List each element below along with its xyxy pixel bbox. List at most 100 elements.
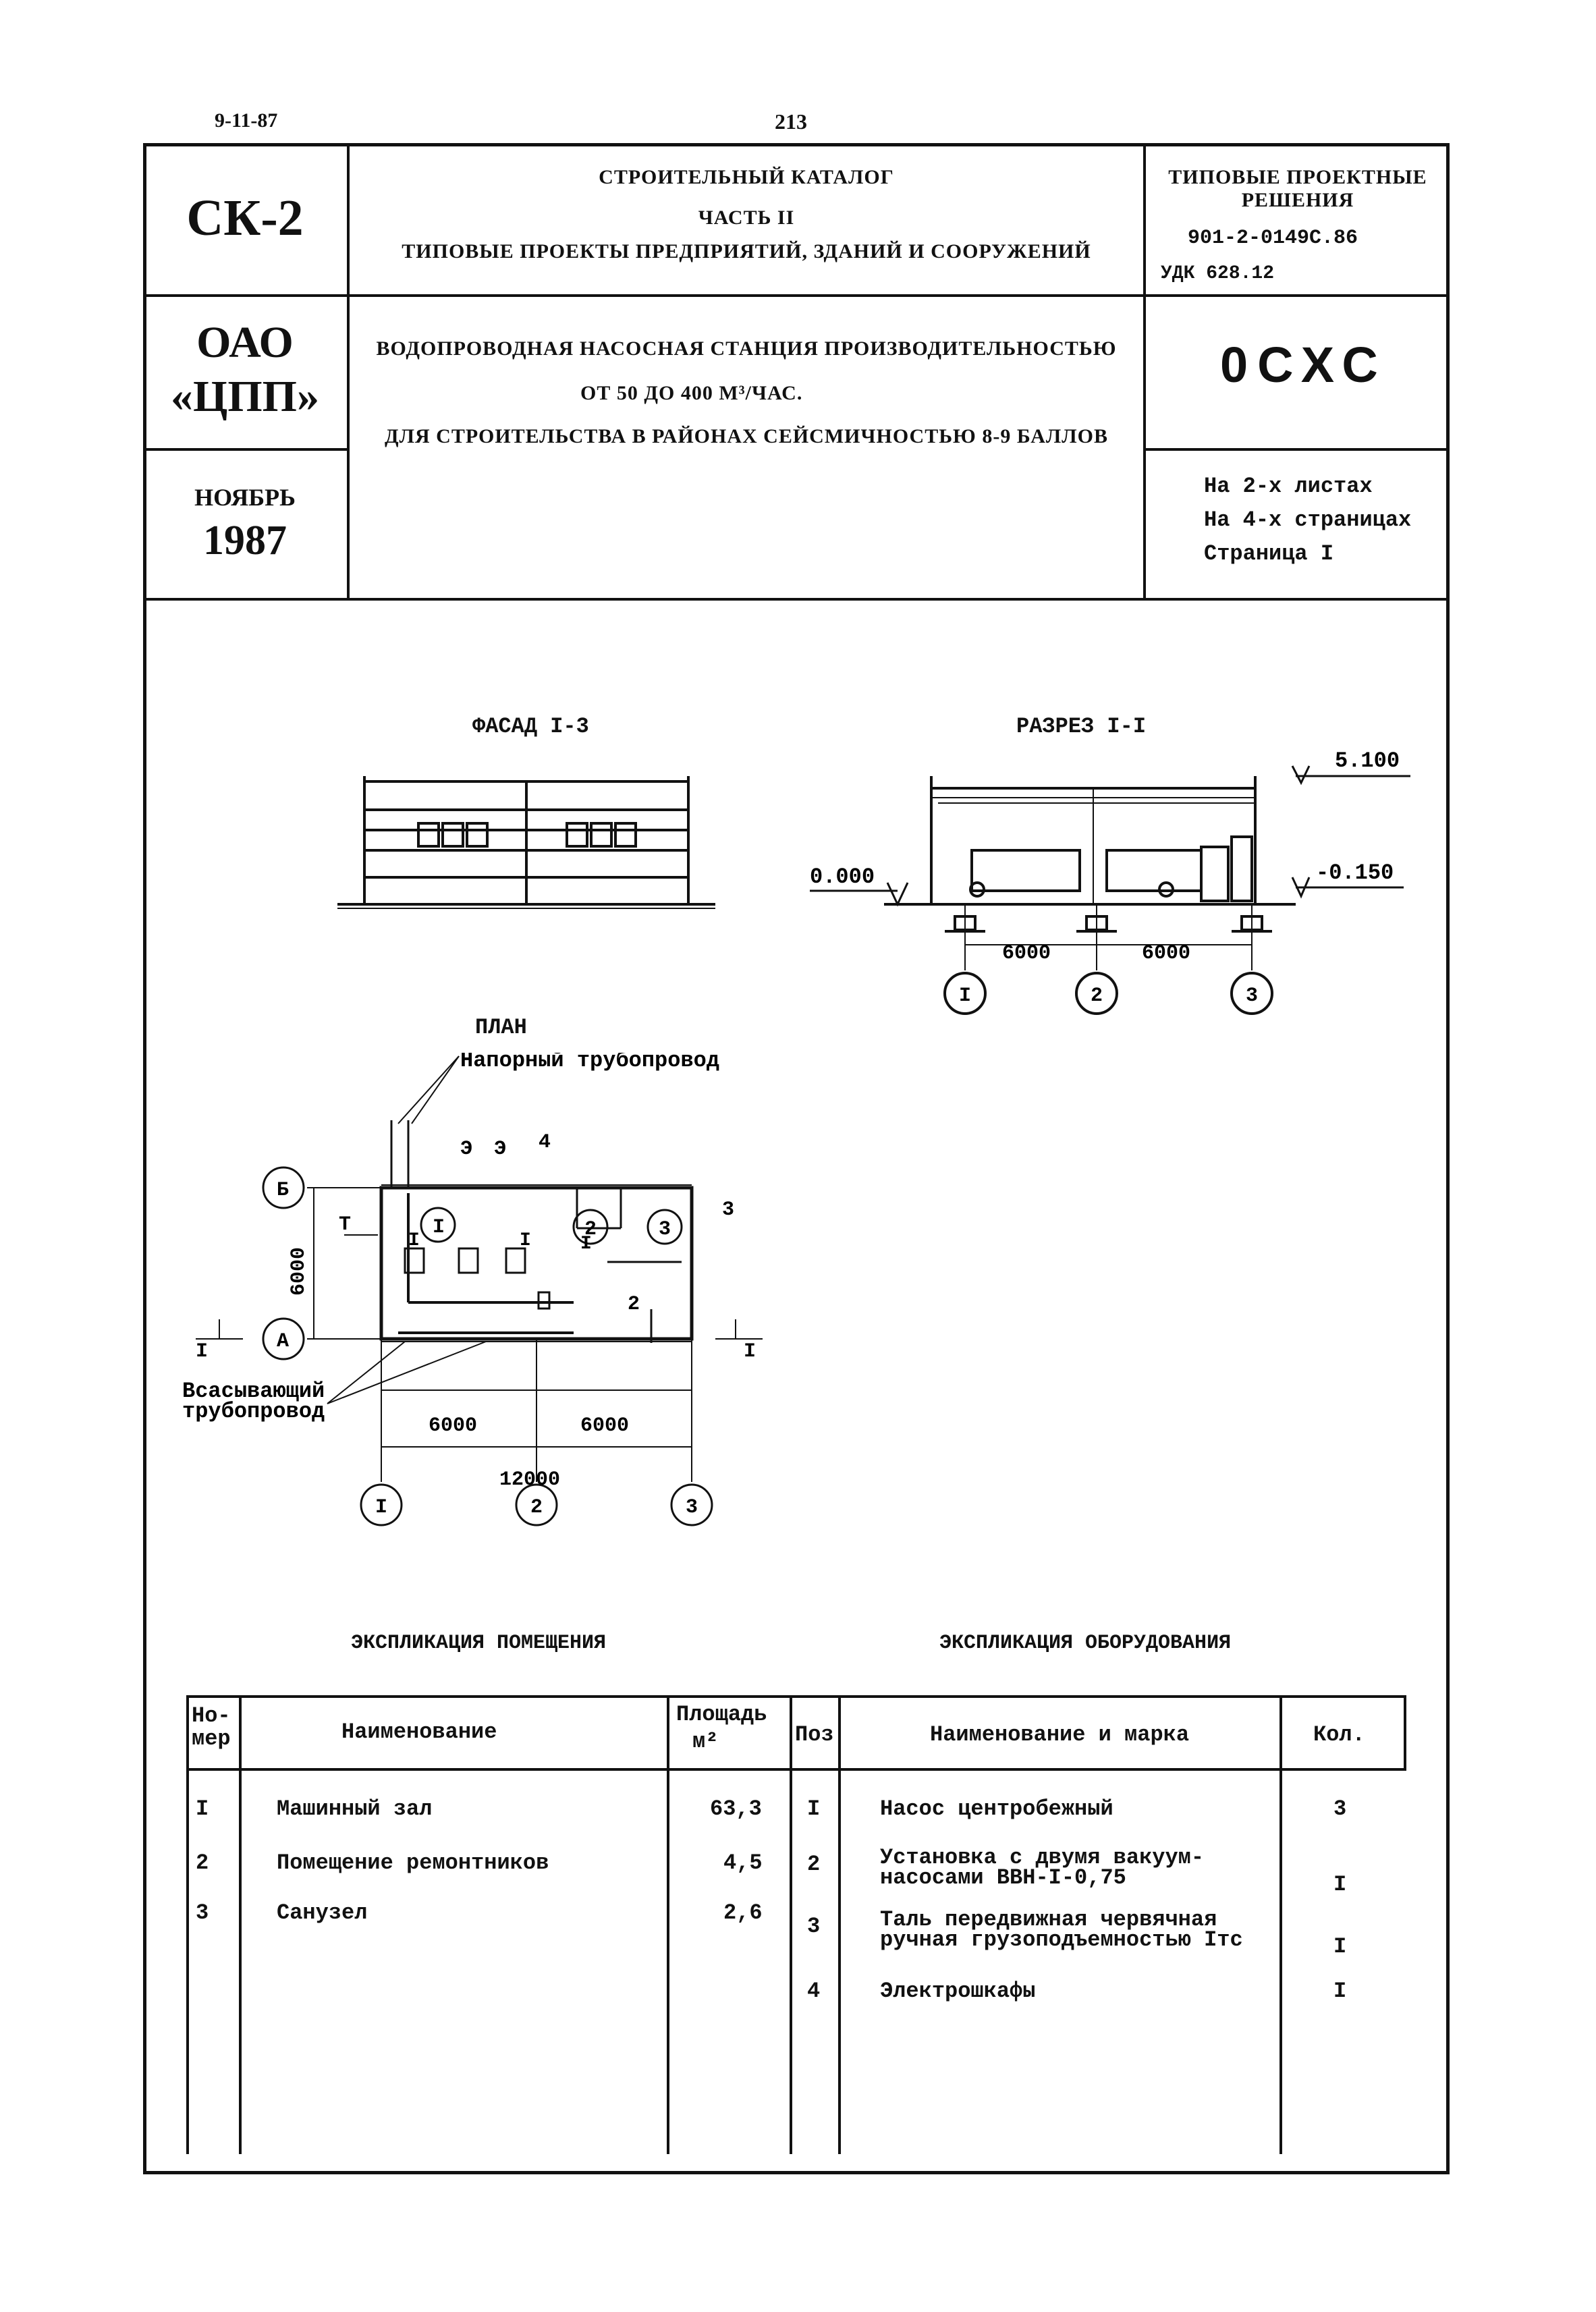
room-area: 2,6 [723,1900,763,1925]
plan-pump-mark-2: I [520,1230,531,1251]
pressure-pipe-label: Напорный трубопровод [460,1053,719,1073]
org-name-line1: ОАО [196,318,294,367]
rooms-header-num-2: мер [192,1726,231,1751]
suction-pipe-label-2: трубопровод [182,1399,325,1424]
section-title: РАЗРЕЗ I-I [1016,714,1147,739]
page-indicator: Страница I [1204,541,1334,566]
org-name-line2: «ЦПП» [170,372,319,421]
header-row-line-1 [143,294,1450,297]
equipment-pos: 3 [807,1914,821,1939]
rooms-table-title: ЭКСПЛИКАЦИЯ ПОМЕЩЕНИЯ [351,1632,607,1655]
rooms-header-area-2: м² [692,1729,719,1754]
series-code: СК-2 [186,190,304,246]
table-col-line-2 [239,1695,242,2154]
table-header-line [186,1768,1406,1771]
plan-title: ПЛАН [475,1015,527,1040]
equipment-name: Электрошкафы [880,1979,1036,2004]
plan-pump-mark-3: I [580,1234,592,1255]
type-line-2: РЕШЕНИЯ [1241,189,1354,211]
pages-count: На 4-х страницах [1204,507,1412,532]
section-drawing: 0.000 5.100 -0.150 6000 6000 I 2 3 [810,748,1410,1015]
section-axis-3: 3 [1246,985,1258,1008]
equipment-name-cont: ручная грузоподъемностью Iтс [880,1927,1243,1952]
table-top-line [186,1695,1406,1698]
header-divider-right [1143,143,1146,599]
plan-room-3: 3 [659,1218,671,1241]
suction-pipe-label-1: Всасывающий [182,1379,325,1404]
release-year: 1987 [203,518,287,563]
room-name: Машинный зал [277,1796,433,1821]
room-num: 2 [196,1850,209,1875]
type-line-1: ТИПОВЫЕ ПРОЕКТНЫЕ [1168,166,1427,188]
equipment-qty: I [1333,1934,1347,1959]
project-code: 901-2-0149С.86 [1188,227,1358,250]
room-name: Помещение ремонтников [277,1850,549,1875]
section-mark-left: I [196,1340,208,1363]
equipment-name: Установка с двумя вакуум- [880,1845,1205,1870]
header-bottom-line [143,598,1450,601]
equipment-qty: I [1333,1979,1347,2004]
equipment-header-qty: Кол. [1313,1722,1365,1747]
plan-mark-e-1: Э [460,1138,472,1161]
table-col-line-1 [186,1695,189,2154]
doc-date: 9-11-87 [215,109,278,132]
equipment-qty: 3 [1333,1796,1347,1821]
equipment-qty: I [1333,1872,1347,1897]
equipment-pos: 2 [807,1852,821,1877]
section-dim-left: 6000 [1002,942,1051,965]
facade-drawing [337,776,715,909]
table-col-line-3 [667,1695,669,2154]
page-number: 213 [775,109,807,134]
section-axis-2: 2 [1091,985,1103,1008]
level-zero-label: 0.000 [810,864,875,889]
plan-mark-2: 2 [628,1293,640,1316]
plan-mark-e-2: Э [494,1138,506,1161]
plan-room-2: 2 [584,1218,597,1241]
equipment-header-pos: Поз [795,1722,834,1747]
explication-tables: Но- мер Наименование Площадь м² Поз Наим… [186,1695,1406,2154]
release-month: НОЯБРЬ [194,484,296,511]
udk-code: УДК 628.12 [1161,263,1275,284]
room-area: 63,3 [710,1796,762,1821]
catalog-line-1: СТРОИТЕЛЬНЫЙ КАТАЛОГ [599,166,894,188]
plan-room-1: I [433,1216,445,1239]
section-dim-right: 6000 [1142,942,1190,965]
rooms-header-name: Наименование [341,1719,497,1744]
equipment-pos: I [807,1796,821,1821]
plan-mark-t: Т [339,1213,351,1236]
room-num: 3 [196,1900,209,1925]
plan-pump-mark-1: I [408,1230,420,1251]
plan-mark-4: 4 [539,1131,551,1154]
plan-axis-1: I [375,1496,387,1519]
page-frame [143,143,1450,2174]
room-area: 4,5 [723,1850,763,1875]
header-row-line-right-2 [1143,448,1450,451]
project-title-line-1: ВОДОПРОВОДНАЯ НАСОСНАЯ СТАНЦИЯ ПРОИЗВОДИ… [376,337,1117,360]
plan-dim-left: 6000 [429,1414,477,1437]
project-title-line-2: ОТ 50 ДО 400 М³/ЧАС. [580,382,803,404]
equipment-header-name: Наименование и марка [930,1722,1190,1747]
plan-axis-b: Б [277,1179,289,1202]
rooms-header-num-1: Но- [192,1703,231,1728]
table-col-line-5 [838,1695,841,2154]
plan-dim-right: 6000 [580,1414,629,1437]
catalog-line-3: ТИПОВЫЕ ПРОЕКТЫ ПРЕДПРИЯТИЙ, ЗДАНИЙ И СО… [402,240,1091,263]
table-col-line-6 [1279,1695,1282,2154]
project-title-line-3: ДЛЯ СТРОИТЕЛЬСТВА В РАЙОНАХ СЕЙСМИЧНОСТЬ… [385,425,1108,447]
plan-mark-3: 3 [722,1199,734,1221]
facade-title: ФАСАД I-3 [472,714,589,739]
room-name: Санузел [277,1900,368,1925]
equipment-table-title: ЭКСПЛИКАЦИЯ ОБОРУДОВАНИЯ [939,1632,1232,1655]
header-row-line-left-2 [143,448,347,451]
equipment-name: Насос центробежный [880,1796,1113,1821]
section-mark-right: I [744,1340,756,1363]
section-axis-1: I [959,985,971,1008]
equipment-name-cont: насосами ВВН-I-0,75 [880,1865,1126,1890]
level-top-label: 5.100 [1335,748,1400,773]
plan-dim-total: 12000 [499,1468,560,1491]
plan-axis-a: А [277,1330,289,1353]
level-minus-label: -0.150 [1316,860,1394,885]
rooms-header-area-1: Площадь [676,1702,767,1727]
plan-dim-height: 6000 [287,1247,310,1296]
plan-axis-2: 2 [530,1496,543,1519]
